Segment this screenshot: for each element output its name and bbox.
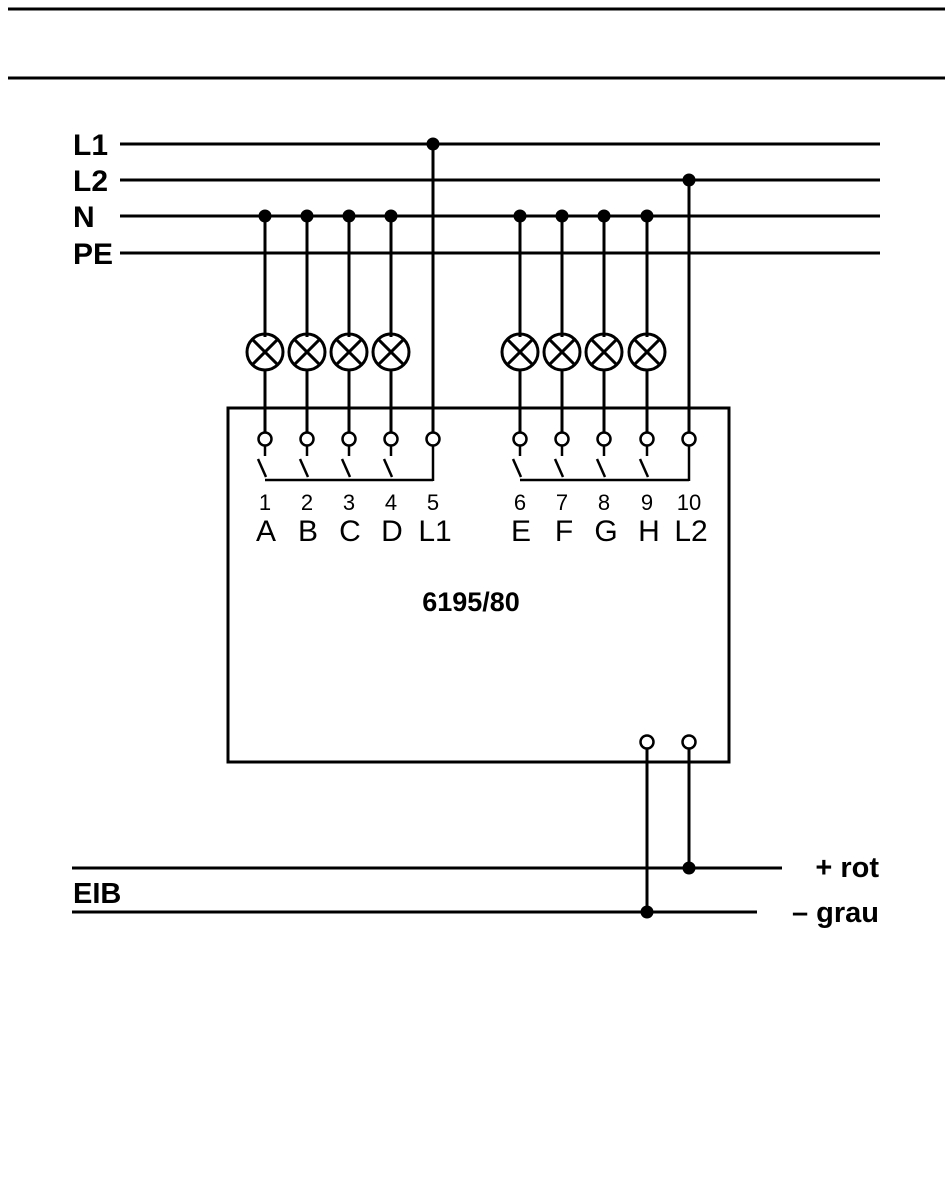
terminal-label: C	[339, 515, 361, 548]
lamp-icon	[247, 334, 283, 370]
junction-dot	[683, 174, 696, 187]
junction-dot	[514, 210, 527, 223]
switch-icon	[555, 459, 563, 477]
terminal-icon	[598, 433, 611, 446]
junction-dot	[385, 210, 398, 223]
lamp-group-right	[502, 210, 665, 433]
terminal-icon	[427, 433, 440, 446]
terminal-number: 5	[427, 490, 439, 515]
terminal-label: D	[381, 515, 403, 548]
terminal-number: 3	[343, 490, 355, 515]
switch-icon	[640, 459, 648, 477]
terminal-row	[259, 433, 696, 446]
rail-label-n: N	[73, 201, 95, 234]
eib-bus: EIB + rot – grau	[72, 852, 879, 929]
junction-dot	[301, 210, 314, 223]
junction-dot	[427, 138, 440, 151]
junction-dot	[598, 210, 611, 223]
terminal-icon	[514, 433, 527, 446]
junction-dot	[683, 862, 696, 875]
junction-dot	[259, 210, 272, 223]
terminal-icon	[301, 433, 314, 446]
lamp-group-left	[247, 210, 409, 433]
terminal-label: A	[256, 515, 276, 548]
terminal-label: L1	[418, 515, 451, 548]
junction-dot	[343, 210, 356, 223]
bus-name: EIB	[73, 878, 121, 910]
terminal-number: 6	[514, 490, 526, 515]
bus-label-minus: – grau	[792, 897, 879, 929]
terminal-label: E	[511, 515, 531, 548]
junction-dot	[641, 210, 654, 223]
rail-label-pe: PE	[73, 238, 113, 271]
terminal-label: B	[298, 515, 318, 548]
lamp-icon	[629, 334, 665, 370]
switch-icon	[513, 459, 521, 477]
switch-icon	[384, 459, 392, 477]
switch-icon	[597, 459, 605, 477]
device-model: 6195/80	[422, 587, 520, 617]
terminal-icon	[556, 433, 569, 446]
terminal-icon	[259, 433, 272, 446]
bus-label-plus: + rot	[815, 852, 879, 884]
terminal-label: L2	[674, 515, 707, 548]
rail-label-l2: L2	[73, 165, 108, 198]
terminal-icon	[683, 433, 696, 446]
switch-icon	[258, 459, 266, 477]
bus-terminal-plus-icon	[683, 736, 696, 749]
lamp-icon	[586, 334, 622, 370]
switch-contacts-left	[258, 446, 433, 481]
rail-label-l1: L1	[73, 129, 108, 162]
junction-dot	[556, 210, 569, 223]
switch-icon	[342, 459, 350, 477]
supply-rails: L1 L2 N PE	[73, 129, 880, 271]
switch-contacts-right	[513, 446, 689, 481]
switch-icon	[300, 459, 308, 477]
actuator-device	[228, 408, 729, 762]
terminal-labels: A B C D L1 E F G H L2	[256, 515, 708, 548]
terminal-number: 4	[385, 490, 397, 515]
bus-terminal-minus-icon	[641, 736, 654, 749]
terminal-number: 10	[677, 490, 701, 515]
lamp-icon	[331, 334, 367, 370]
terminal-label: F	[555, 515, 573, 548]
terminal-icon	[343, 433, 356, 446]
terminal-number: 2	[301, 490, 313, 515]
terminal-label: G	[594, 515, 617, 548]
lamp-icon	[544, 334, 580, 370]
lamp-icon	[289, 334, 325, 370]
terminal-icon	[385, 433, 398, 446]
lamp-icon	[373, 334, 409, 370]
terminal-number: 7	[556, 490, 568, 515]
terminal-number: 1	[259, 490, 271, 515]
terminal-number: 9	[641, 490, 653, 515]
terminal-label: H	[638, 515, 660, 548]
terminal-numbers: 1 2 3 4 5 6 7 8 9 10	[259, 490, 701, 515]
lamp-icon	[502, 334, 538, 370]
terminal-number: 8	[598, 490, 610, 515]
junction-dot	[641, 906, 654, 919]
terminal-icon	[641, 433, 654, 446]
